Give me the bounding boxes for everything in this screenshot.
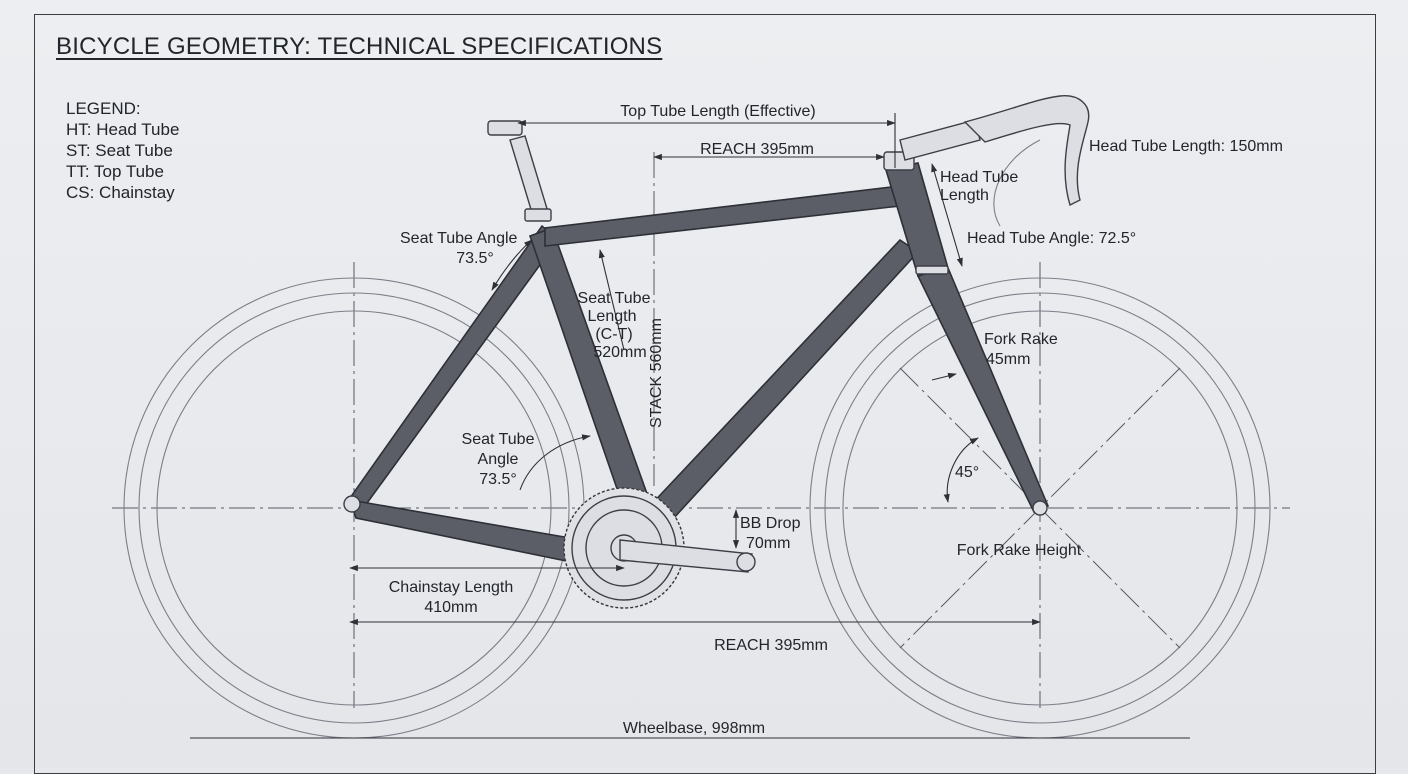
seat-tube-length-label-line1: Seat Tube: [578, 290, 651, 307]
fork: [916, 267, 1050, 514]
rear-tire-inner: [138, 292, 570, 724]
seat-tube-angle-low-label-line2: Angle: [478, 451, 519, 468]
bb-drop-label-line2: 70mm: [746, 535, 790, 552]
crank-arm: [619, 539, 753, 573]
seat-tube-angle-top-arc: [491, 239, 533, 291]
front-rim: [842, 310, 1238, 706]
top-tube: [544, 185, 901, 247]
legend-item-seat-tube: ST: Seat Tube: [66, 141, 173, 160]
legend: LEGEND: HT: Head Tube ST: Seat Tube TT: …: [66, 98, 179, 203]
legend-heading: LEGEND:: [66, 99, 141, 118]
chainstay-length-label-line2: 410mm: [424, 599, 477, 616]
dimension-labels: Top Tube Length (Effective) REACH 395mm …: [389, 103, 1283, 737]
rear-dropout: [343, 495, 361, 513]
handlebar-lower-curve: [993, 139, 1041, 227]
crankset: [563, 487, 756, 609]
stem: [899, 119, 981, 161]
fork-rake-leader: [931, 372, 957, 381]
head-tube-length-label-line2: Length: [940, 187, 989, 204]
front-tire-inner: [824, 292, 1256, 724]
seat-tube-length-label-line4: 520mm: [593, 344, 646, 361]
angle-45-label: 45°: [955, 464, 979, 481]
center-lines: [112, 152, 1290, 708]
seat-tube-angle-low-label-line3: 73.5°: [479, 471, 517, 488]
seatpost-shaft: [509, 135, 549, 217]
rear-rim: [156, 310, 552, 706]
wheelbase-label: Wheelbase, 998mm: [623, 720, 765, 737]
bb-drop-label-line1: BB Drop: [740, 515, 801, 532]
fork-rake-label-line2: 45mm: [986, 351, 1030, 368]
seat-tube-angle-top-label-line1: Seat Tube Angle: [400, 230, 518, 247]
legend-item-chainstay: CS: Chainstay: [66, 183, 175, 202]
head-tube-angle-label: Head Tube Angle: 72.5°: [967, 230, 1136, 247]
seatpost: [487, 120, 552, 222]
seat-tube-angle-low-label-line1: Seat Tube: [462, 431, 535, 448]
top-tube-length-label: Top Tube Length (Effective): [620, 103, 815, 120]
handlebar-drop: [963, 95, 1090, 206]
reach-bottom-label: REACH 395mm: [714, 637, 828, 654]
dimension-lines: [190, 113, 1190, 739]
head-tube-length-label-line1: Head Tube: [940, 169, 1018, 186]
frame: [343, 162, 1050, 573]
fork-rake-height-label: Fork Rake Height: [957, 542, 1082, 559]
down-tube: [646, 238, 920, 521]
head-tube-length-dimension: [931, 163, 963, 267]
legend-item-head-tube: HT: Head Tube: [66, 120, 180, 139]
reach-top-label: REACH 395mm: [700, 141, 814, 158]
headset-lower-cup: [915, 265, 949, 275]
seat-tube-length-dimension: [598, 249, 625, 351]
page-title: BICYCLE GEOMETRY: TECHNICAL SPECIFICATIO…: [56, 33, 663, 60]
seat-stay: [348, 224, 560, 512]
seat-tube-length-label-line3: (C-T): [595, 326, 632, 343]
pedal-spindle: [736, 552, 756, 572]
saddle-clamp: [487, 120, 523, 136]
seat-tube-angle-low-arc: [519, 434, 591, 491]
legend-item-top-tube: TT: Top Tube: [66, 162, 164, 181]
angle-45-arc: [943, 437, 979, 503]
head-tube-length-value-label: Head Tube Length: 150mm: [1089, 138, 1283, 155]
seat-tube-angle-top-label-line2: 73.5°: [456, 250, 494, 267]
fork-rake-label-line1: Fork Rake: [984, 331, 1058, 348]
cockpit: [883, 95, 1090, 227]
front-axle: [1032, 500, 1048, 516]
seat-clamp-collar: [524, 208, 552, 222]
seat-tube-length-label-line2: Length: [588, 308, 637, 325]
chainstay-length-label-line1: Chainstay Length: [389, 579, 514, 596]
stack-label: STACK 560mm: [648, 318, 665, 428]
